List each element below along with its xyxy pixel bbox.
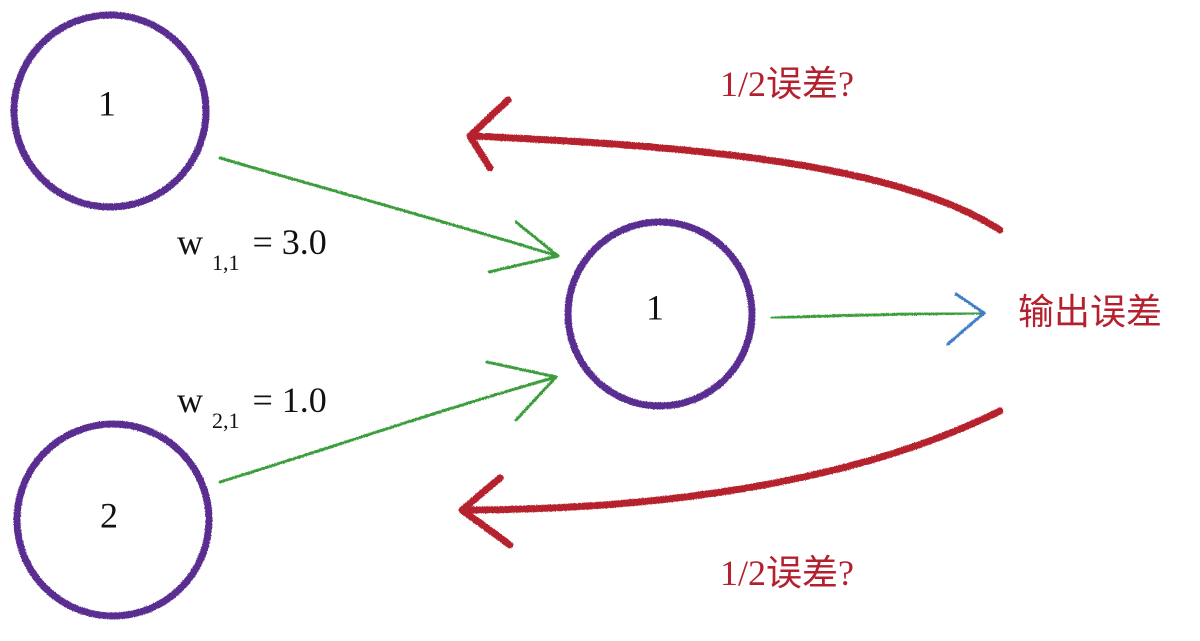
input-node-1-label: 1	[98, 83, 116, 123]
weight-w21-symbol: w	[177, 380, 203, 420]
bottom-backprop-line	[458, 407, 1004, 514]
weight-label-w21: w 2,1 = 1.0	[177, 380, 327, 436]
top-backprop-arrow	[466, 96, 1004, 234]
link-input1-arrowhead	[487, 220, 560, 274]
bottom-backprop-arrow	[458, 407, 1004, 549]
output-node-1-label: 1	[646, 287, 664, 327]
weight-w11-symbol: w	[177, 222, 203, 262]
link-input1-line	[218, 156, 560, 258]
top-split-error-label: 1/2误差?	[720, 64, 854, 104]
output-node-1-circle	[564, 218, 756, 410]
input-node-1: 1	[10, 11, 210, 211]
weight-w21-value: = 1.0	[253, 380, 327, 420]
input-node-2-label: 2	[100, 495, 118, 535]
link-input2-to-output1	[218, 360, 558, 484]
link-input1-to-output1	[218, 156, 560, 274]
weight-label-w11: w 1,1 = 3.0	[177, 222, 327, 278]
top-backprop-arrowhead	[466, 96, 512, 172]
link-input2-line	[218, 375, 558, 484]
input-node-1-circle	[10, 11, 210, 211]
output-link-arrowhead	[946, 292, 986, 346]
bottom-backprop-arrowhead	[458, 474, 514, 549]
bottom-split-error-label: 1/2误差?	[720, 553, 854, 593]
top-backprop-line	[466, 132, 1004, 234]
output-link-line	[770, 311, 986, 320]
input-node-2: 2	[13, 420, 213, 620]
weight-w21-subscript: 2,1	[212, 408, 240, 433]
output-node-1: 1	[564, 218, 756, 410]
output-link	[770, 292, 986, 346]
weight-w11-value: = 3.0	[253, 222, 327, 262]
input-node-2-circle	[13, 420, 213, 620]
link-input2-arrowhead	[485, 360, 558, 422]
output-error-label: 输出误差	[1018, 292, 1162, 332]
weight-w11-subscript: 1,1	[212, 250, 240, 275]
